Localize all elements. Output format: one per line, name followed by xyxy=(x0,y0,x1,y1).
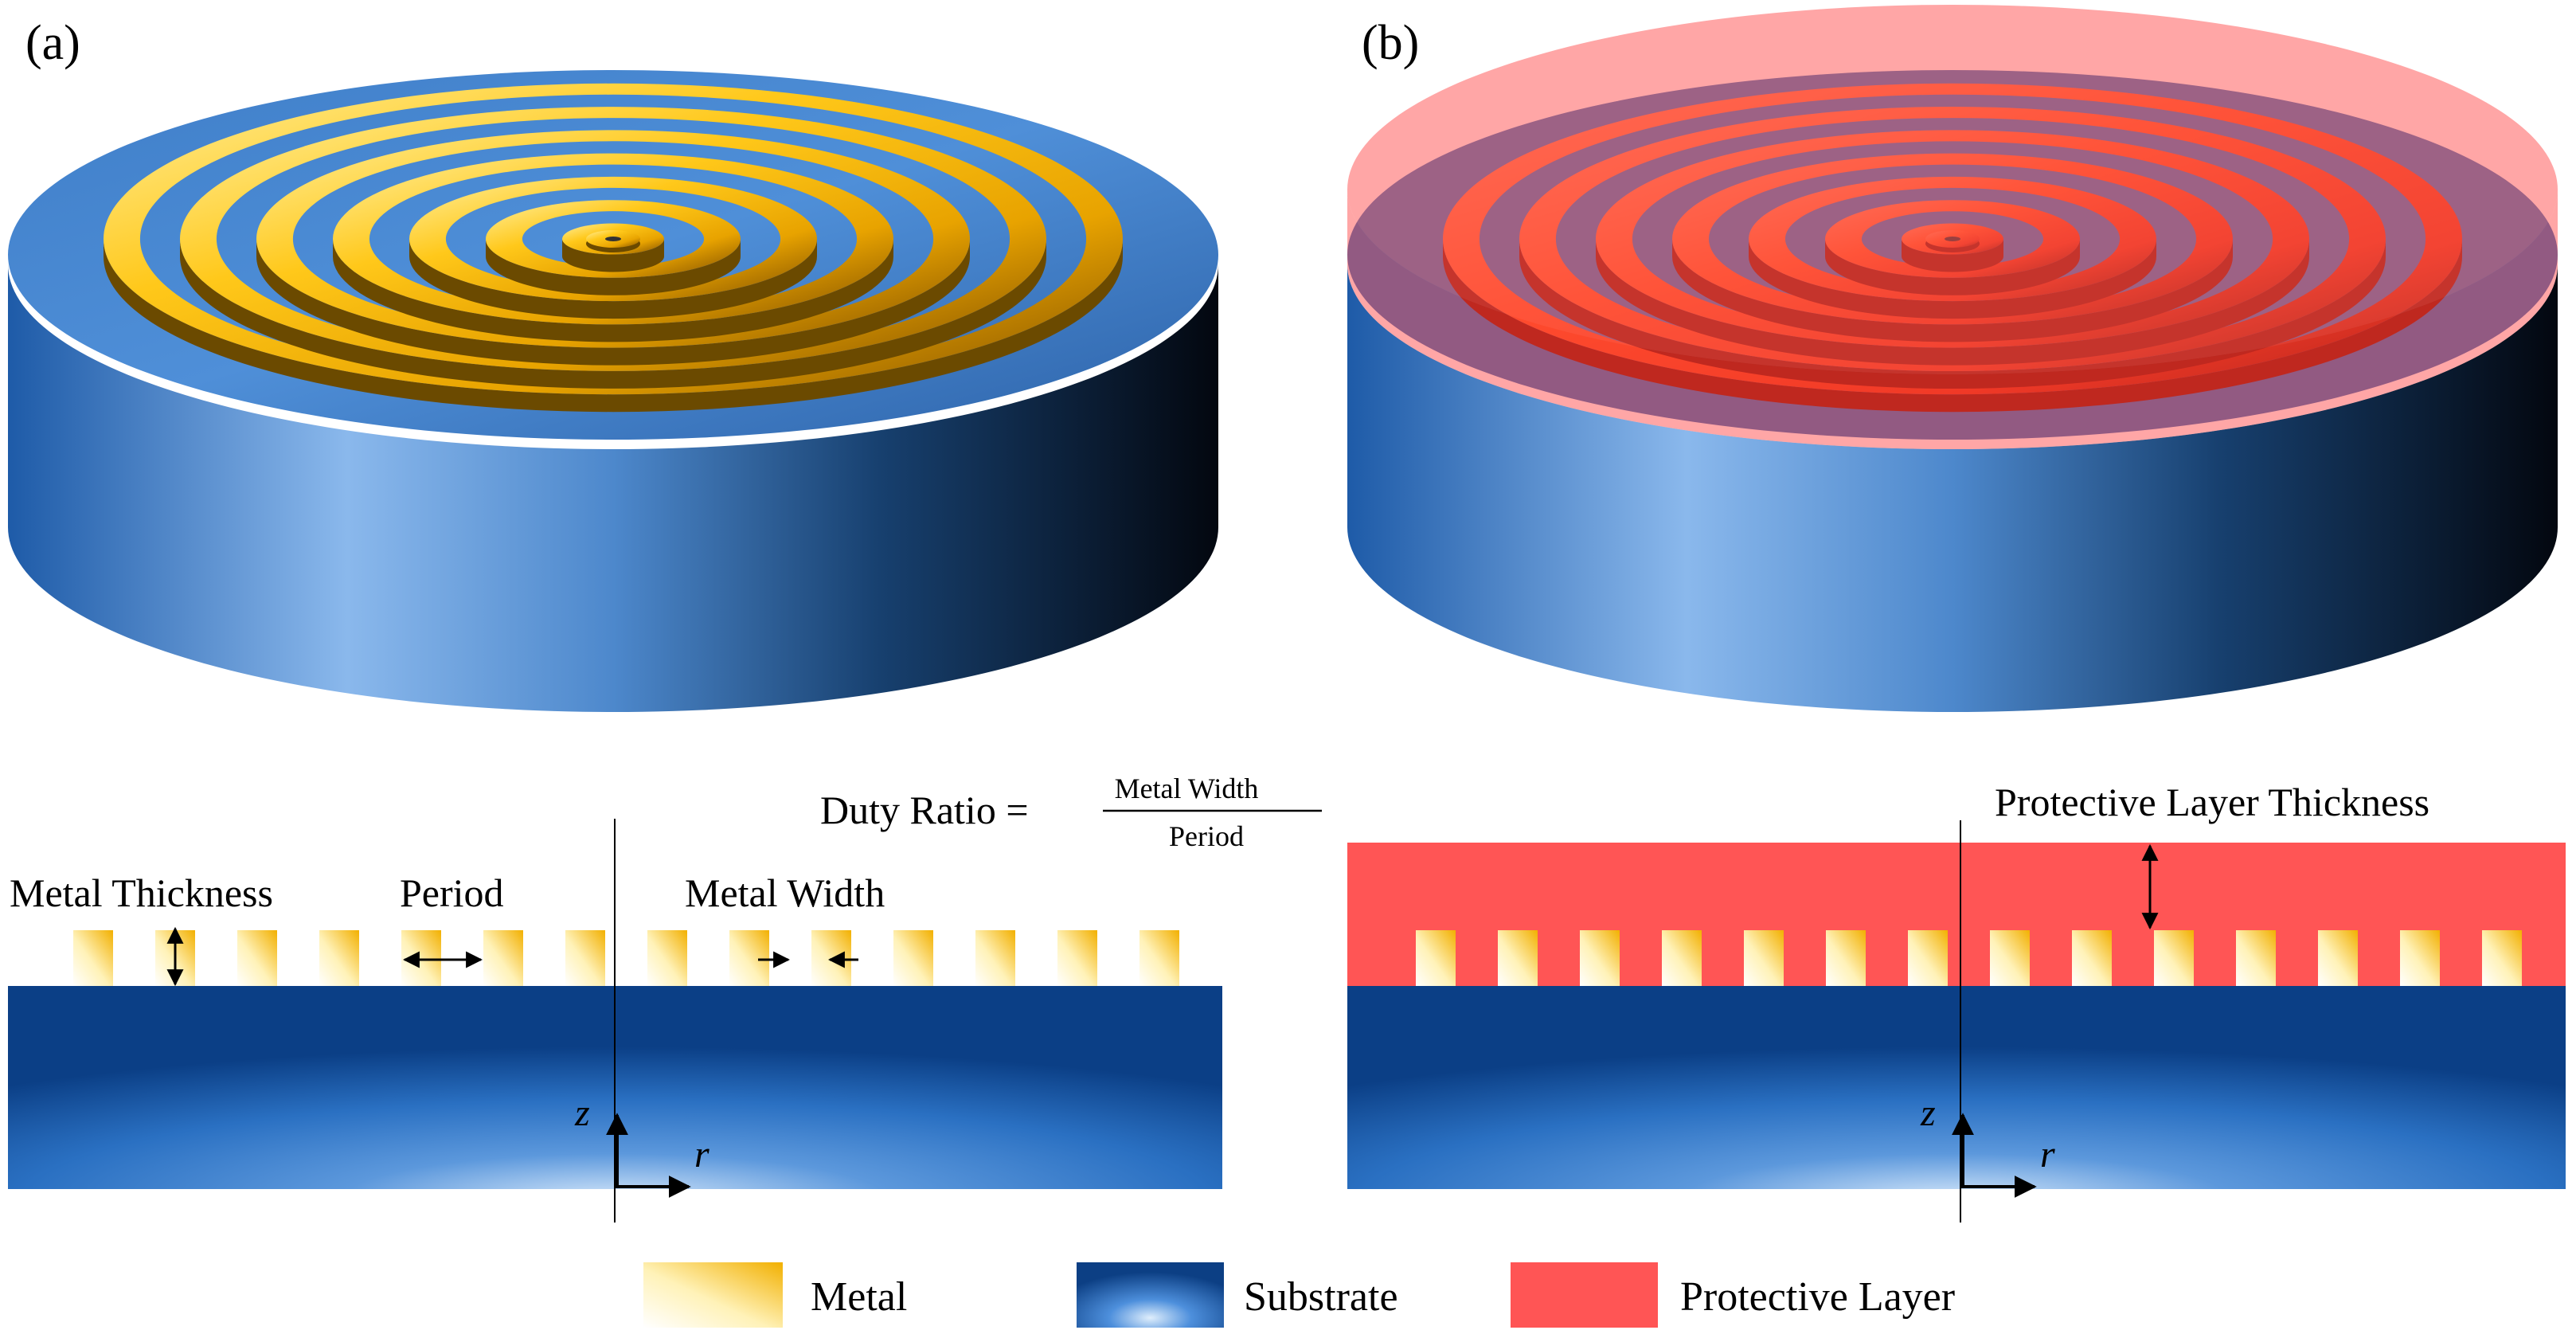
duty-ratio-denominator: Period xyxy=(1169,820,1244,852)
metal-strip xyxy=(1908,930,1948,986)
protective-layer-side xyxy=(1347,190,2558,449)
metal-ring-wall xyxy=(486,239,741,295)
metal-strip xyxy=(2482,930,2522,986)
metal-strips xyxy=(1416,930,2522,986)
metal-strip xyxy=(1416,930,1456,986)
panel-a-3d-cylinder xyxy=(8,70,1218,712)
metal-strip xyxy=(1057,930,1097,986)
metal-strip xyxy=(2400,930,2440,986)
metal-strip xyxy=(2318,930,2358,986)
protective-layer-section xyxy=(1347,843,2566,986)
metal-strip xyxy=(565,930,605,986)
legend-metal-label: Metal xyxy=(811,1274,907,1320)
metal-strip xyxy=(401,930,441,986)
panel-a-cross-section xyxy=(8,819,1222,1223)
metal-strip xyxy=(2236,930,2276,986)
protective-layer-thickness-label: Protective Layer Thickness xyxy=(1995,780,2429,824)
metal-strip xyxy=(1139,930,1179,986)
legend-substrate-label: Substrate xyxy=(1244,1274,1398,1320)
metal-thickness-label: Metal Thickness xyxy=(10,870,273,915)
coordinate-axes-a: z r xyxy=(574,1092,709,1198)
metal-strip xyxy=(237,930,277,986)
metal-strip xyxy=(1498,930,1538,986)
substrate-section xyxy=(1347,986,2566,1189)
substrate-side xyxy=(8,264,1218,712)
metal-rings xyxy=(104,83,1123,413)
metal-strip xyxy=(1826,930,1866,986)
duty-ratio-numerator: Metal Width xyxy=(1115,773,1259,804)
metal-strip xyxy=(647,930,687,986)
metal-strip xyxy=(319,930,359,986)
metal-strip xyxy=(483,930,523,986)
metal-strip xyxy=(1990,930,2030,986)
r-axis-label: r xyxy=(694,1133,709,1176)
metal-strip xyxy=(1580,930,1620,986)
metal-ring-wall xyxy=(333,239,893,342)
metal-strip xyxy=(1744,930,1784,986)
metal-ring-wall xyxy=(562,239,664,272)
period-label: Period xyxy=(400,870,504,915)
coordinate-axes-b: z r xyxy=(1920,1092,2055,1198)
metal-strip xyxy=(2154,930,2194,986)
metal-ring-wall xyxy=(256,239,970,366)
legend-substrate-swatch xyxy=(1077,1262,1224,1328)
metal-strip xyxy=(73,930,113,986)
legend-metal-swatch xyxy=(643,1262,783,1328)
metal-strip xyxy=(2072,930,2112,986)
substrate-side xyxy=(1347,264,2558,712)
metal-ring-center xyxy=(605,237,621,241)
metal-strip xyxy=(811,930,851,986)
panel-a-label: (a) xyxy=(25,16,80,70)
z-axis-label: z xyxy=(1920,1092,1936,1134)
metal-strip xyxy=(729,930,769,986)
legend: Metal Substrate Protective Layer xyxy=(643,1262,1955,1328)
metal-strip xyxy=(893,930,933,986)
duty-ratio-formula: Duty Ratio = Metal Width Period xyxy=(820,773,1322,852)
legend-protective-layer-label: Protective Layer xyxy=(1680,1274,1955,1320)
duty-ratio-prefix: Duty Ratio = xyxy=(820,788,1029,832)
protective-layer-top xyxy=(1347,5,2558,374)
z-axis-label: z xyxy=(574,1092,590,1134)
metal-ring-wall xyxy=(409,239,817,319)
panel-b-label: (b) xyxy=(1362,16,1419,70)
panel-b-3d-cylinder xyxy=(1347,5,2558,712)
panel-b-cross-section xyxy=(1347,820,2566,1223)
r-axis-label: r xyxy=(2040,1133,2055,1176)
metal-strips xyxy=(73,930,1179,986)
metal-width-label: Metal Width xyxy=(685,870,885,915)
metal-ring xyxy=(562,223,664,255)
legend-protective-layer-swatch xyxy=(1511,1262,1658,1328)
metal-strip xyxy=(975,930,1015,986)
metal-strip xyxy=(1662,930,1702,986)
